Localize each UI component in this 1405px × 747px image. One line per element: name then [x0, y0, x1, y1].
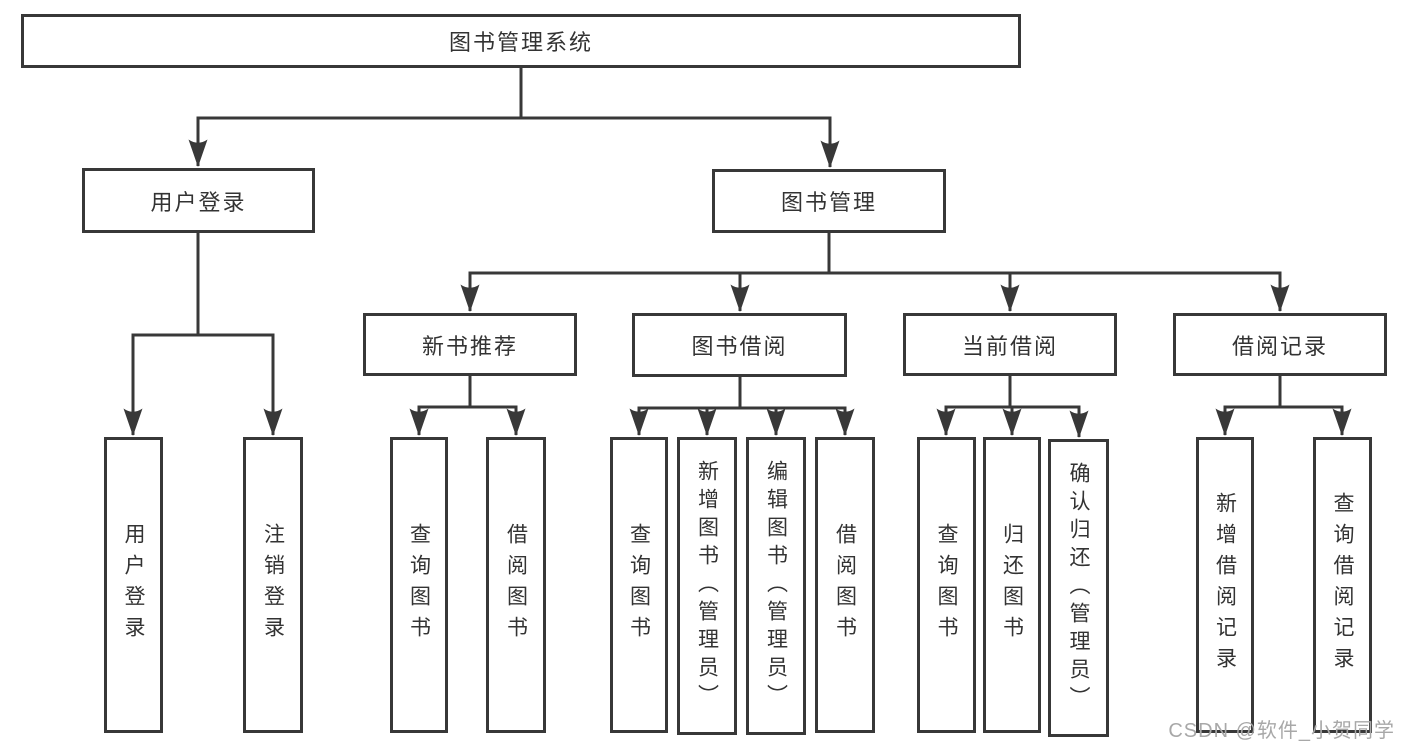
leaf-add-borrow-record-label: 新增借阅记录 [1213, 492, 1237, 678]
leaf-add-borrow-record: 新增借阅记录 [1196, 437, 1254, 733]
node-borrowing-records-label: 借阅记录 [1231, 333, 1328, 359]
node-new-book-recommend: 新书推荐 [363, 313, 577, 376]
leaf-query-books-recommend-label: 查询图书 [407, 523, 431, 647]
node-book-management-label: 图书管理 [780, 190, 877, 215]
leaf-return-books: 归还图书 [983, 437, 1041, 733]
node-current-borrowing-label: 当前借阅 [961, 333, 1058, 359]
leaf-confirm-return-admin: 确认归还（管理员） [1048, 439, 1109, 737]
leaf-borrow-books-recommend-label: 借阅图书 [504, 523, 528, 647]
leaf-return-books-label: 归还图书 [1000, 523, 1024, 647]
node-root-system: 图书管理系统 [21, 14, 1021, 68]
leaf-logout: 注销登录 [243, 437, 303, 733]
leaf-query-books-current: 查询图书 [917, 437, 976, 733]
node-book-borrowing: 图书借阅 [632, 313, 847, 377]
leaf-borrow-books-borrowing-label: 借阅图书 [833, 523, 857, 647]
node-user-login: 用户登录 [82, 168, 315, 233]
leaf-query-borrow-record-label: 查询借阅记录 [1331, 492, 1354, 678]
leaf-user-login-label: 用户登录 [122, 523, 145, 647]
leaf-add-books-admin: 新增图书（管理员） [677, 437, 737, 735]
leaf-add-books-admin-label: 新增图书（管理员） [695, 460, 719, 712]
leaf-query-borrow-record: 查询借阅记录 [1313, 437, 1372, 733]
leaf-logout-label: 注销登录 [261, 523, 285, 647]
leaf-user-login: 用户登录 [104, 437, 163, 733]
leaf-borrow-books-recommend: 借阅图书 [486, 437, 546, 733]
node-book-borrowing-label: 图书借阅 [691, 334, 788, 359]
node-current-borrowing: 当前借阅 [903, 313, 1117, 376]
leaf-query-books-borrowing-label: 查询图书 [627, 523, 651, 647]
leaf-edit-books-admin-label: 编辑图书（管理员） [764, 460, 788, 712]
leaf-edit-books-admin: 编辑图书（管理员） [746, 437, 806, 735]
leaf-borrow-books-borrowing: 借阅图书 [815, 437, 875, 733]
node-borrowing-records: 借阅记录 [1173, 313, 1387, 376]
node-user-login-label: 用户登录 [150, 189, 247, 215]
node-new-book-recommend-label: 新书推荐 [421, 333, 518, 359]
node-book-management: 图书管理 [712, 169, 946, 233]
leaf-query-books-borrowing: 查询图书 [610, 437, 668, 733]
node-root-system-label: 图书管理系统 [448, 30, 593, 55]
leaf-confirm-return-admin-label: 确认归还（管理员） [1067, 462, 1090, 714]
leaf-query-books-recommend: 查询图书 [390, 437, 448, 733]
leaf-query-books-current-label: 查询图书 [935, 523, 958, 647]
csdn-watermark: CSDN @软件_小贺同学 [1168, 720, 1395, 742]
